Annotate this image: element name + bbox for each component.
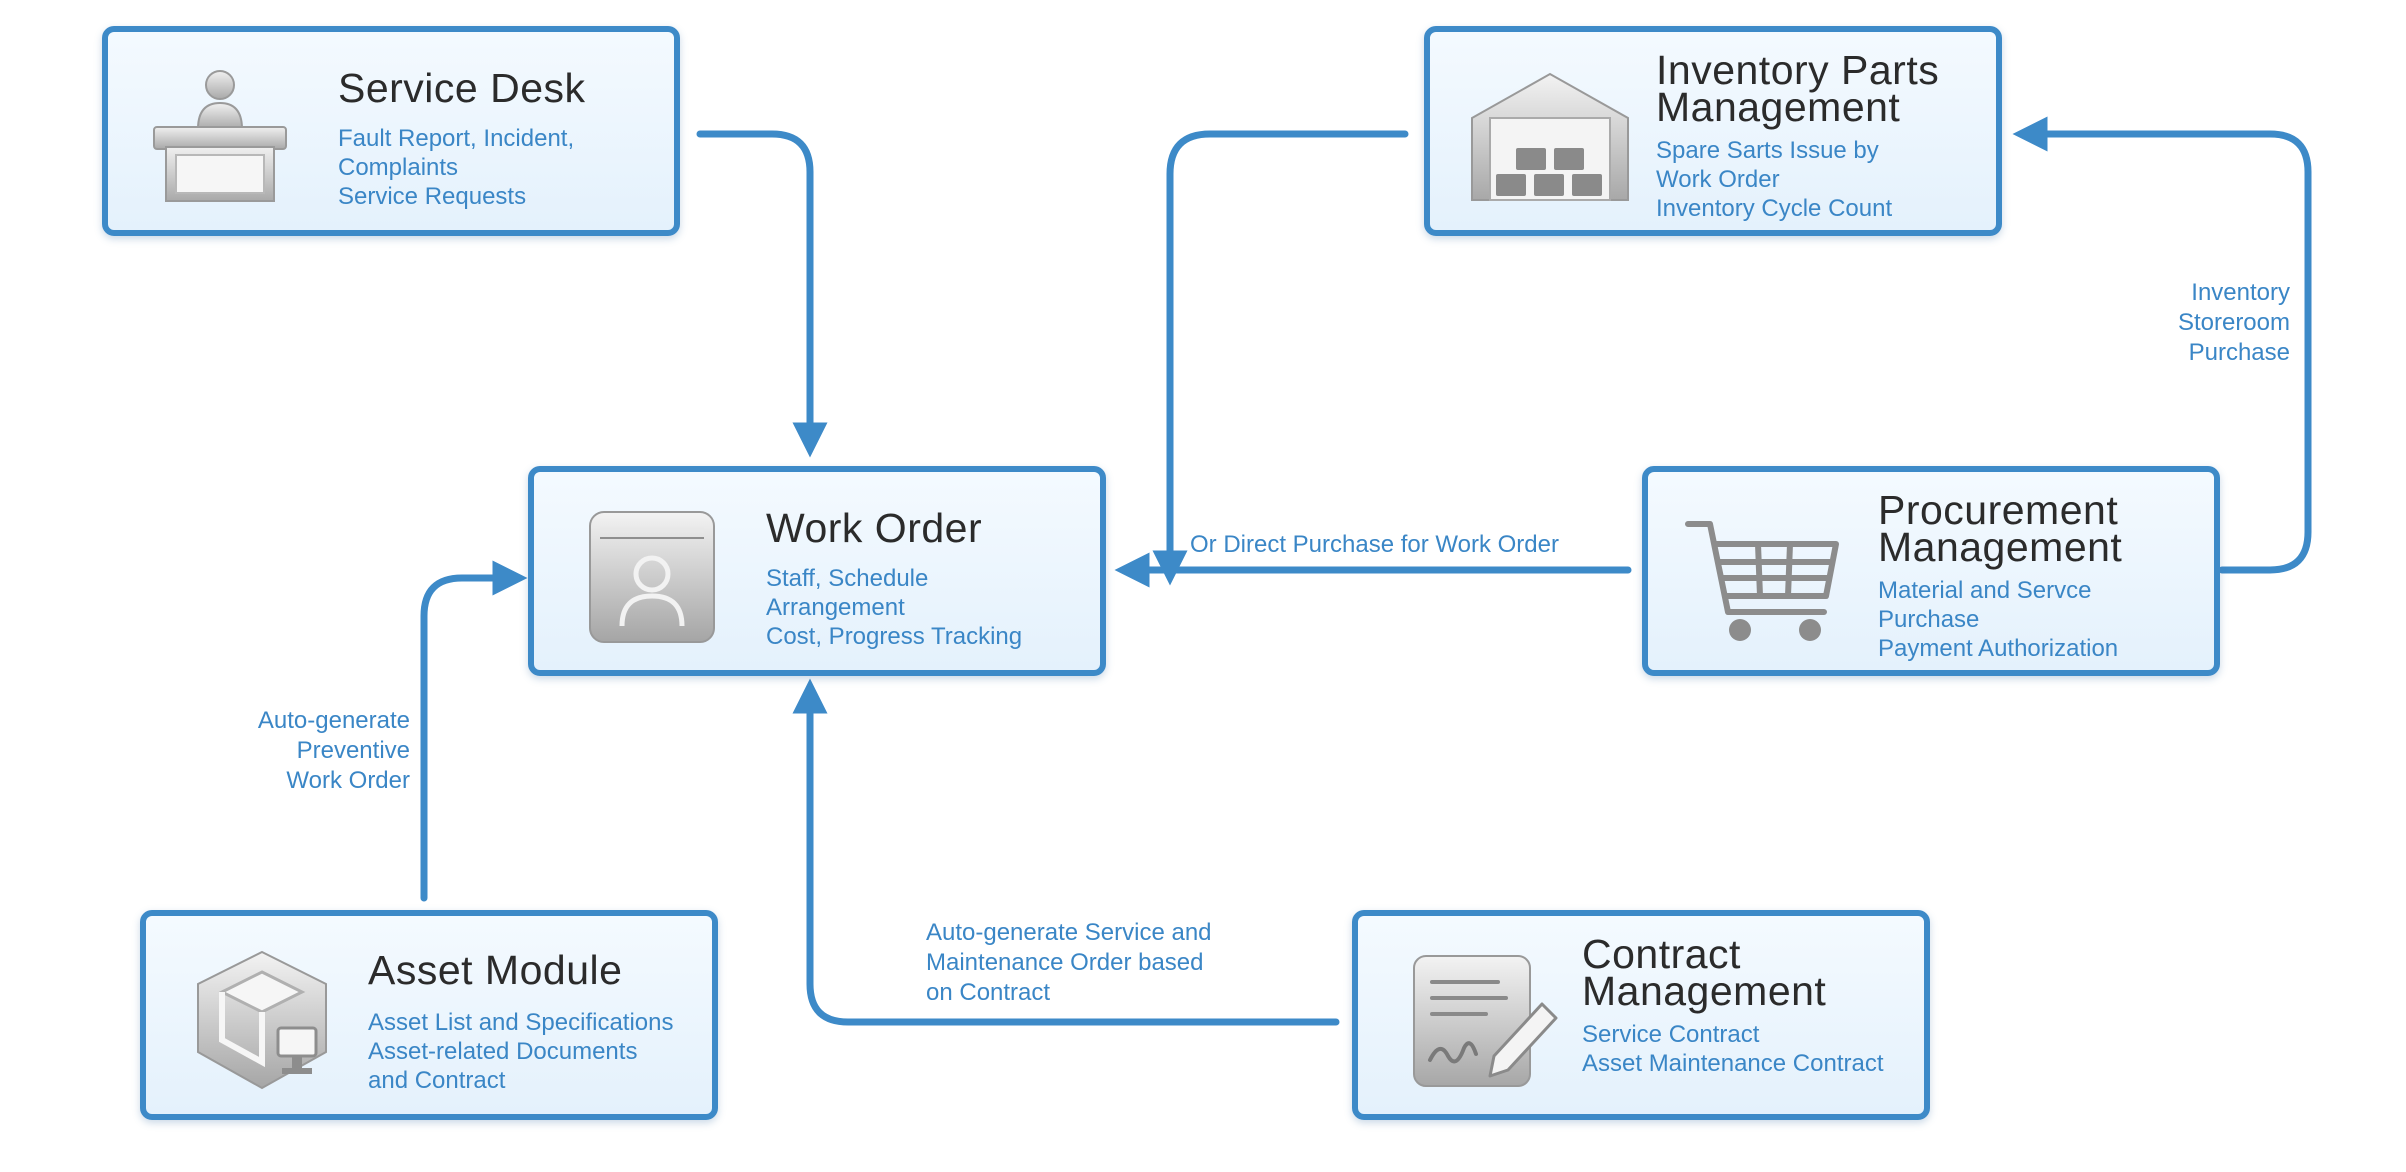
procurement-node[interactable]: Procurement Management Material and Serv… [1642,466,2220,676]
procurement-description: Material and Servce Purchase Payment Aut… [1878,577,2119,662]
work-order-description: Staff, Schedule Arrangement Cost, Progre… [766,565,1023,650]
asset-node[interactable]: Asset Module Asset List and Specificatio… [140,910,718,1120]
asset-description: Asset List and Specifications Asset-rela… [368,1009,674,1094]
arrow-inventory-to-work-order [1152,130,1409,586]
label-direct-purchase: Or Direct Purchase for Work Order [1190,531,1559,558]
inventory-node[interactable]: Inventory Parts Management Spare Sarts I… [1424,26,2002,236]
signed-document-icon [1413,955,1558,1087]
cube-computer-icon [197,950,327,1090]
warehouse-icon [1471,72,1629,201]
inventory-description: Spare Sarts Issue by Work Order Inventor… [1656,137,1893,222]
inventory-title: Inventory Parts Management [1656,47,1940,130]
service-desk-title: Service Desk [338,65,586,111]
label-auto-generate-contract-order: Auto-generate Service and Maintenance Or… [926,919,1212,1006]
arrow-contract-to-work-order [792,678,1340,1026]
label-auto-generate-preventive: Auto-generate Preventive Work Order [257,707,410,794]
user-card-icon [589,511,715,643]
contract-title: Contract Management [1582,931,1827,1014]
arrow-service-desk-to-work-order [696,130,828,458]
contract-node[interactable]: Contract Management Service Contract Ass… [1352,910,1930,1120]
contract-description: Service Contract Asset Maintenance Contr… [1582,1021,1884,1077]
procurement-title: Procurement Management [1878,487,2123,570]
shopping-cart-icon [1685,521,1839,641]
asset-title: Asset Module [368,947,623,993]
service-desk-description: Fault Report, Incident, Complaints Servi… [338,125,575,210]
arrow-procurement-to-inventory [2012,116,2312,574]
label-inventory-storeroom-purchase: Inventory Storeroom Purchase [2177,279,2290,366]
arrow-asset-to-work-order [420,560,528,902]
service-desk-node[interactable]: Service Desk Fault Report, Incident, Com… [102,26,680,236]
work-order-title: Work Order [766,505,983,551]
work-order-node[interactable]: Work Order Staff, Schedule Arrangement C… [528,466,1106,676]
reception-desk-icon [153,70,287,202]
